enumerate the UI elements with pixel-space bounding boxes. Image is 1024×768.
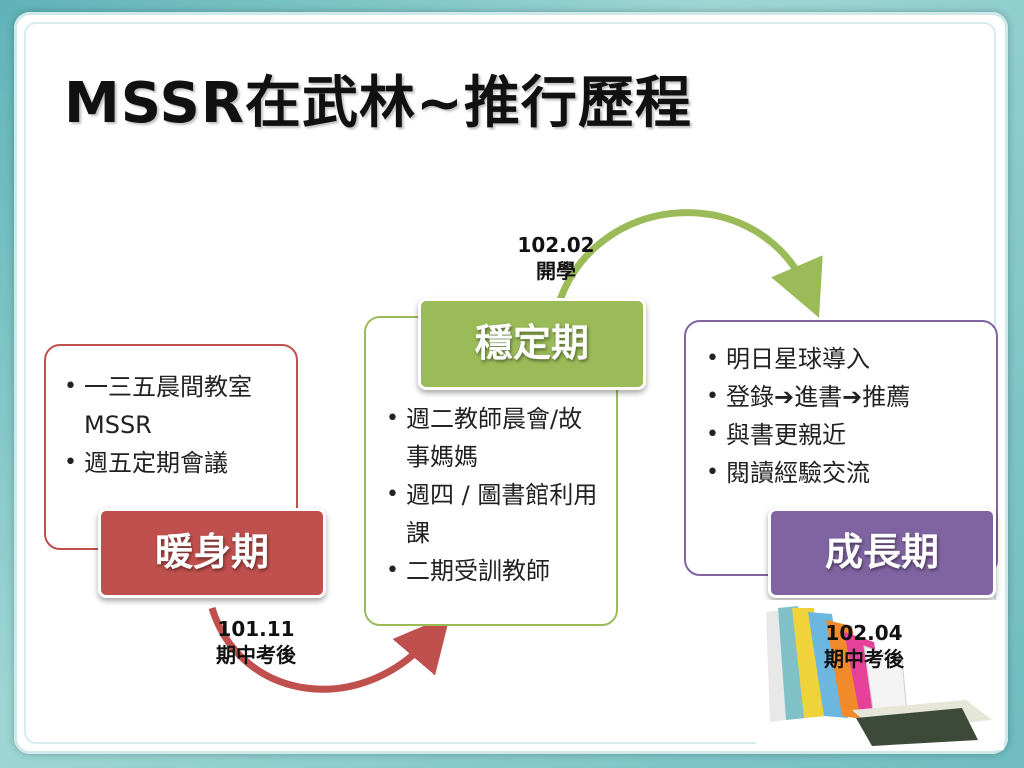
- books-illustration: [756, 600, 1004, 750]
- stage-item: 登錄➔進書➔推薦: [704, 378, 984, 416]
- stage-card-warmup: 一三五晨間教室MSSR 週五定期會議: [44, 344, 298, 550]
- date-label-warmup: 101.11 期中考後: [196, 616, 316, 668]
- stage-item: 週五定期會議: [62, 444, 282, 482]
- date-note: 期中考後: [216, 643, 296, 667]
- page-title: MSSR在武林~推行歷程: [64, 71, 692, 136]
- date-value: 101.11: [217, 617, 295, 641]
- stage-item: 明日星球導入: [704, 340, 984, 378]
- stage-label-growth: 成長期: [768, 508, 996, 598]
- stage-item: 二期受訓教師: [384, 552, 604, 590]
- date-note: 開學: [536, 259, 576, 283]
- date-label-growth: 102.04 期中考後: [804, 620, 924, 672]
- date-label-stable: 102.02 開學: [496, 232, 616, 284]
- date-value: 102.02: [517, 233, 595, 257]
- stage-label-stable: 穩定期: [418, 298, 646, 390]
- stage-item: 與書更親近: [704, 416, 984, 454]
- date-note: 期中考後: [824, 647, 904, 671]
- stage-label-warmup: 暖身期: [98, 508, 326, 598]
- stage-item: 週四 / 圖書館利用課: [384, 476, 604, 552]
- stage-item: 一三五晨間教室MSSR: [62, 368, 282, 444]
- stage-item: 週二教師晨會/故事媽媽: [384, 400, 604, 476]
- date-value: 102.04: [825, 621, 903, 645]
- arrow-warmup-to-stable: [208, 606, 451, 693]
- arrow-stable-to-growth: [556, 209, 823, 318]
- stage-item: 閱讀經驗交流: [704, 454, 984, 492]
